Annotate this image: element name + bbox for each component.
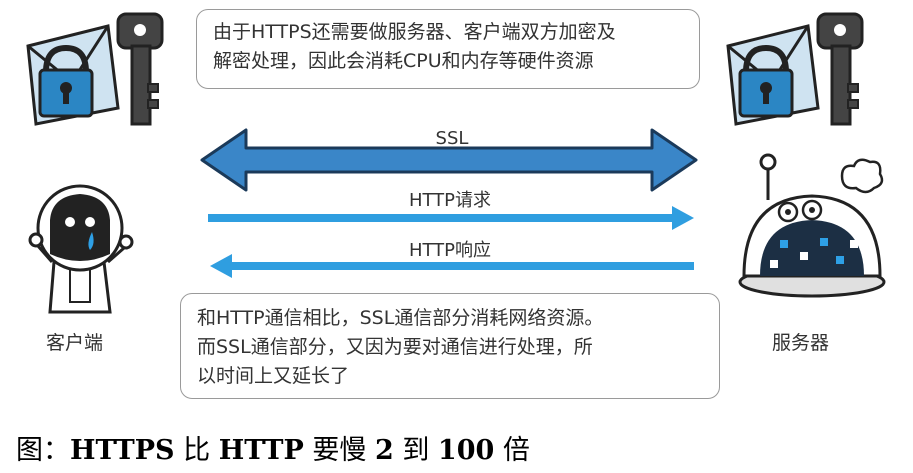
steam-cloud-icon bbox=[840, 158, 884, 194]
network-cost-note: 和HTTP通信相比，SSL通信部分消耗网络资源。 而SSL通信部分，又因为要对通… bbox=[180, 293, 720, 399]
caption-num-100: 100 bbox=[437, 435, 495, 466]
ssl-double-arrow bbox=[200, 128, 698, 192]
figure-caption: 图：HTTPS 比 HTTP 要慢 2 到 100 倍 bbox=[16, 428, 530, 467]
key-icon bbox=[116, 12, 164, 126]
http-request-arrow bbox=[208, 206, 694, 230]
client-label: 客户端 bbox=[46, 332, 104, 354]
caption-dao: 到 bbox=[393, 435, 438, 466]
client-robot-icon bbox=[28, 184, 134, 314]
caption-bi: 比 bbox=[174, 435, 219, 466]
caption-prefix: 图： bbox=[16, 435, 70, 466]
hardware-cost-note: 由于HTTPS还需要做服务器、客户端双方加密及 解密处理，因此会消耗CPU和内存… bbox=[196, 9, 700, 89]
envelope-lock-icon bbox=[726, 24, 820, 126]
caption-yaoman: 要慢 bbox=[303, 435, 375, 466]
http-request-label: HTTP请求 bbox=[408, 190, 492, 211]
envelope-lock-icon bbox=[26, 24, 120, 126]
caption-http: HTTP bbox=[218, 435, 304, 466]
caption-bei: 倍 bbox=[494, 435, 530, 466]
ssl-label: SSL bbox=[435, 128, 469, 149]
http-response-label: HTTP响应 bbox=[408, 240, 492, 261]
key-icon bbox=[816, 12, 864, 126]
server-robot-icon bbox=[738, 153, 886, 298]
http-response-arrow bbox=[210, 254, 694, 278]
server-label: 服务器 bbox=[772, 332, 830, 354]
caption-https: HTTPS bbox=[70, 435, 175, 466]
caption-num-2: 2 bbox=[374, 435, 394, 466]
